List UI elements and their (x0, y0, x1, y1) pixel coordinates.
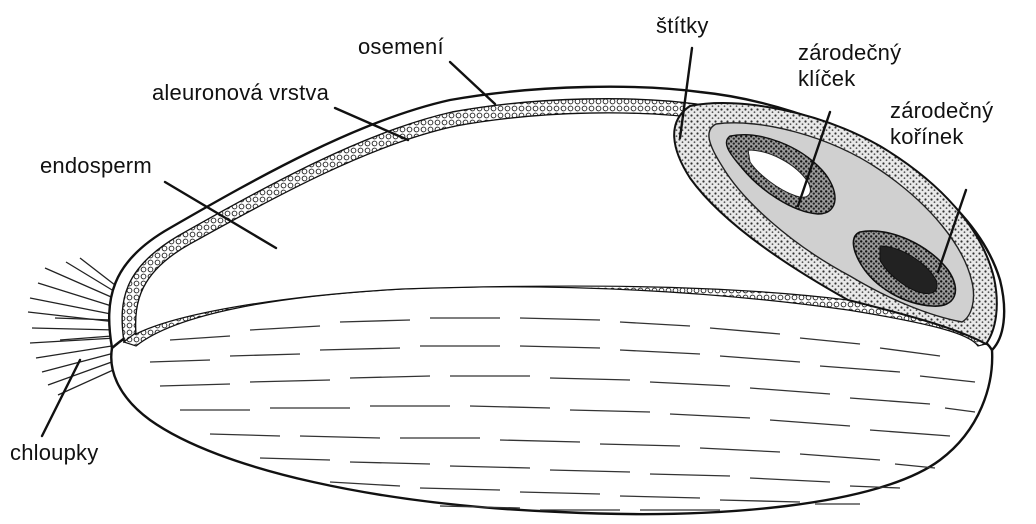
label-aleuronova-vrstva: aleuronová vrstva (152, 80, 329, 106)
label-chloupky: chloupky (10, 440, 98, 466)
label-zarodecny-klicek: zárodečný klíček (798, 40, 901, 92)
label-zarodecny-korinek-line2: kořínek (890, 124, 993, 150)
label-zarodecny-korinek-line1: zárodečný (890, 98, 993, 124)
leader-chloupky (42, 360, 80, 436)
label-stitky: štítky (656, 13, 709, 39)
label-osemeni: osemení (358, 34, 444, 60)
label-endosperm: endosperm (40, 153, 152, 179)
label-zarodecny-korinek: zárodečný kořínek (890, 98, 993, 150)
label-zarodecny-klicek-line2: klíček (798, 66, 901, 92)
label-zarodecny-klicek-line1: zárodečný (798, 40, 901, 66)
